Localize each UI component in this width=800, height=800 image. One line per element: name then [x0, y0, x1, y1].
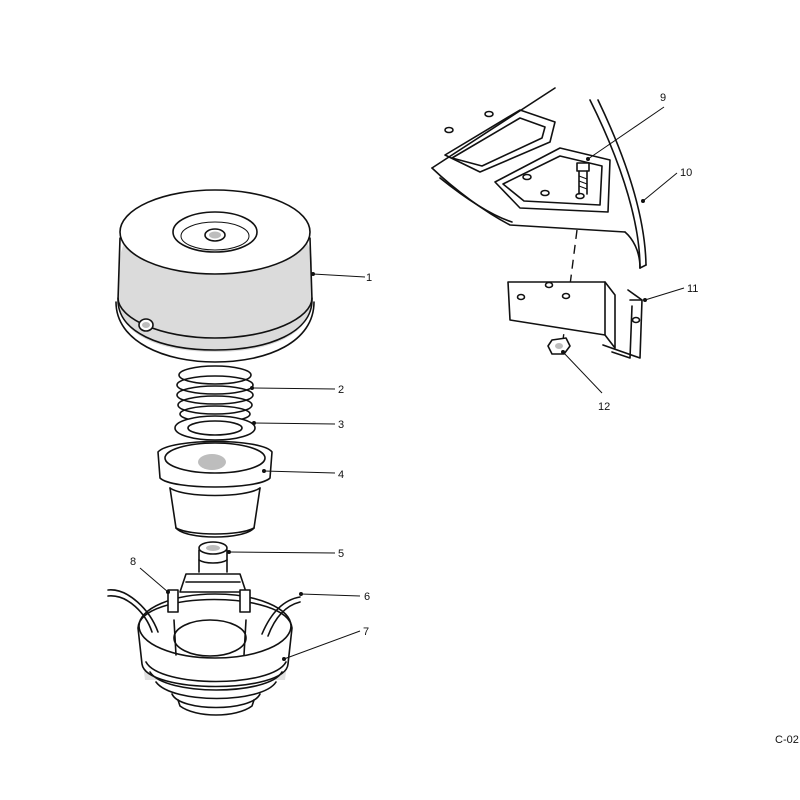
part-9-bolt	[576, 162, 590, 195]
callout-3: 3	[338, 419, 344, 431]
part-10-deck	[431, 87, 647, 269]
part-7-outer-spool	[137, 589, 293, 716]
callout-7: 7	[363, 626, 369, 638]
callout-11: 11	[687, 283, 698, 295]
part-3-washer	[174, 415, 256, 441]
callout-12: 12	[598, 401, 610, 413]
figure-code: C-02	[775, 734, 799, 746]
part-1-cover	[115, 189, 315, 363]
callout-10: 10	[680, 167, 692, 179]
callout-4: 4	[338, 469, 344, 481]
callout-5: 5	[338, 548, 344, 560]
callout-8: 8	[130, 556, 136, 568]
leader-lines	[139, 106, 685, 661]
callout-labels: 1 2 3 4 5 6 7 8 9 10 11 12 C-02	[130, 92, 799, 746]
part-11-bracket	[507, 281, 643, 359]
part-2-spring	[176, 365, 254, 423]
callout-2: 2	[338, 384, 344, 396]
callout-1: 1	[366, 272, 372, 284]
callout-9: 9	[660, 92, 666, 104]
part-6-8-trimmer-line	[107, 589, 301, 637]
callout-6: 6	[364, 591, 370, 603]
part-5-hub	[179, 541, 247, 593]
part-4-spool-housing	[157, 440, 273, 538]
part-12-nut	[547, 337, 571, 355]
